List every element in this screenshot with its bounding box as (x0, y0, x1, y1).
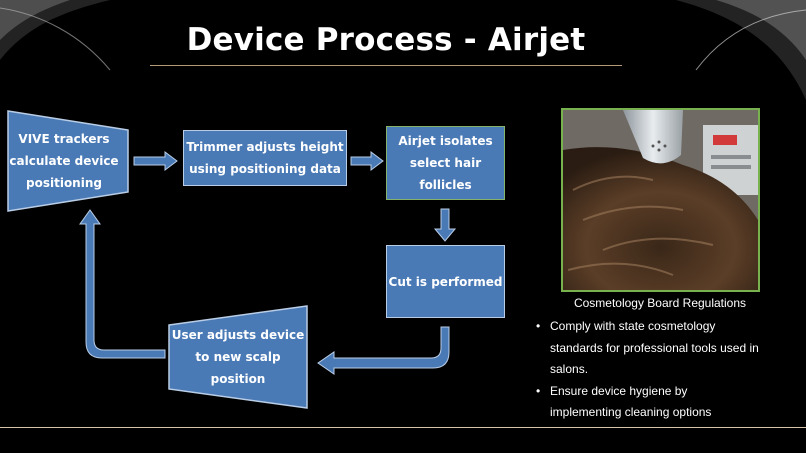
node-cut-shape (386, 245, 505, 318)
title-divider (150, 65, 622, 66)
node-trimmer-shape (183, 130, 347, 186)
arrow-vive-to-trimmer (133, 151, 178, 171)
arrow-trimmer-to-airjet (350, 151, 384, 171)
regulations-list: Comply with state cosmetology standards … (534, 316, 796, 424)
node-vive: VIVE trackers calculate device positioni… (9, 132, 119, 190)
corner-decoration-right (676, 0, 806, 100)
node-user-shape (168, 305, 308, 409)
node-trimmer: Trimmer adjusts height using positioning… (186, 140, 344, 176)
slide-title: Device Process - Airjet (186, 22, 586, 58)
arrow-airjet-to-cut (433, 208, 457, 242)
bottom-divider (0, 427, 806, 428)
node-user: User adjusts device to new scalp positio… (171, 328, 305, 386)
list-item: Ensure device hygiene by implementing cl… (534, 381, 796, 424)
node-airjet: Airjet isolates select hair follicles (398, 134, 493, 192)
corner-decoration-left (0, 0, 111, 71)
list-item: Comply with state cosmetology standards … (534, 316, 796, 381)
node-vive-shape (7, 110, 129, 212)
arrow-cut-to-user (317, 326, 450, 375)
hair-trimmer-photo-icon (561, 108, 760, 292)
node-airjet-shape (386, 126, 505, 200)
node-cut: Cut is performed (388, 274, 503, 289)
regulations-caption: Cosmetology Board Regulations (573, 296, 747, 310)
arrow-user-to-vive (79, 209, 166, 359)
